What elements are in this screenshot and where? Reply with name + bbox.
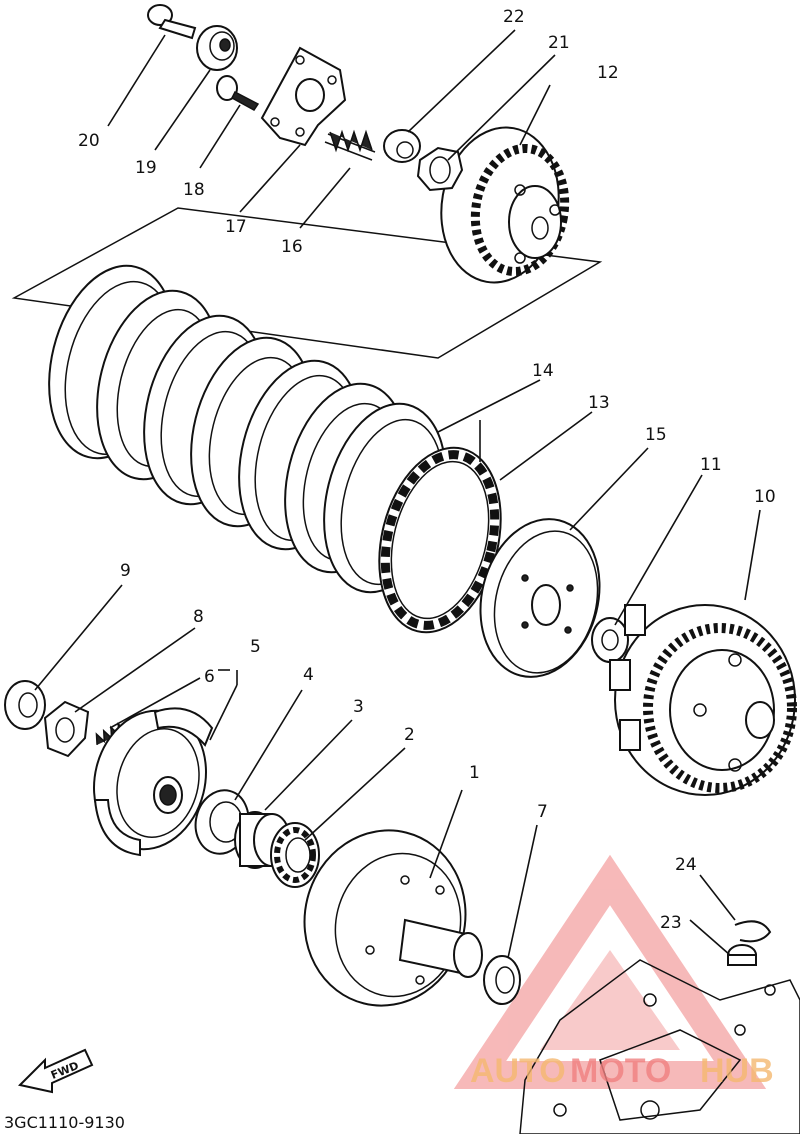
callout-15: 15 <box>645 425 667 445</box>
callout-4: 4 <box>303 665 314 685</box>
watermark-part2: MOTO <box>570 1052 671 1090</box>
washer-7 <box>483 955 521 1005</box>
lock-washer-11 <box>591 617 629 663</box>
claw-washer-8 <box>43 700 90 758</box>
callout-5: 5 <box>250 637 261 657</box>
callout-18: 18 <box>183 180 205 200</box>
callout-21: 21 <box>548 33 570 53</box>
callout-2: 2 <box>404 725 415 745</box>
plate-17 <box>260 46 347 147</box>
callout-labels: 1 2 3 4 5 6 7 8 9 10 11 12 13 14 15 16 1… <box>78 7 776 933</box>
callout-17: 17 <box>225 217 247 237</box>
one-way-bearing-2 <box>270 822 320 888</box>
callout-13: 13 <box>588 393 610 413</box>
nut-22 <box>383 129 421 163</box>
watermark-part1: AUTO <box>470 1052 566 1090</box>
collar-3 <box>234 811 291 869</box>
bolt-18 <box>216 75 260 111</box>
claw-washer-21 <box>416 146 464 192</box>
callout-10: 10 <box>754 487 776 507</box>
callout-12: 12 <box>597 63 619 83</box>
callout-24: 24 <box>675 855 697 875</box>
callout-19: 19 <box>135 158 157 178</box>
pressure-plate-15 <box>479 518 601 678</box>
callout-23: 23 <box>660 913 682 933</box>
callout-9: 9 <box>120 561 131 581</box>
callout-8: 8 <box>193 607 204 627</box>
diagram-code: 3GC1110-9130 <box>4 1113 125 1132</box>
callout-6: 6 <box>204 667 215 687</box>
callout-7: 7 <box>537 802 548 822</box>
spring-16 <box>324 129 376 161</box>
clutch-carrier-1 <box>303 829 483 1007</box>
bearing-19 <box>196 25 238 71</box>
dowel-23 <box>727 944 757 966</box>
washer-9 <box>4 680 46 730</box>
plate-group-bracket <box>11 207 603 359</box>
watermark-text: AUTO MOTO HUB <box>470 1052 774 1090</box>
primary-gear-12 <box>440 126 570 284</box>
circlip-24 <box>734 920 772 943</box>
callout-3: 3 <box>353 697 364 717</box>
clutch-housing-10 <box>609 604 797 796</box>
pin-20 <box>147 4 197 40</box>
fwd-label: FWD <box>49 1059 81 1082</box>
engine-case-inset <box>519 959 800 1135</box>
callout-14: 14 <box>532 361 554 381</box>
callout-11: 11 <box>700 455 722 475</box>
callout-1: 1 <box>469 763 480 783</box>
callout-22: 22 <box>503 7 525 27</box>
leader-lines <box>34 29 761 959</box>
clutch-shoe-assembly-5 <box>93 707 214 857</box>
watermark-part3: HUB <box>700 1052 774 1090</box>
fwd-arrow: FWD <box>17 1048 94 1094</box>
callout-16: 16 <box>281 237 303 257</box>
friction-plate-13 <box>378 446 502 634</box>
callout-20: 20 <box>78 131 100 151</box>
